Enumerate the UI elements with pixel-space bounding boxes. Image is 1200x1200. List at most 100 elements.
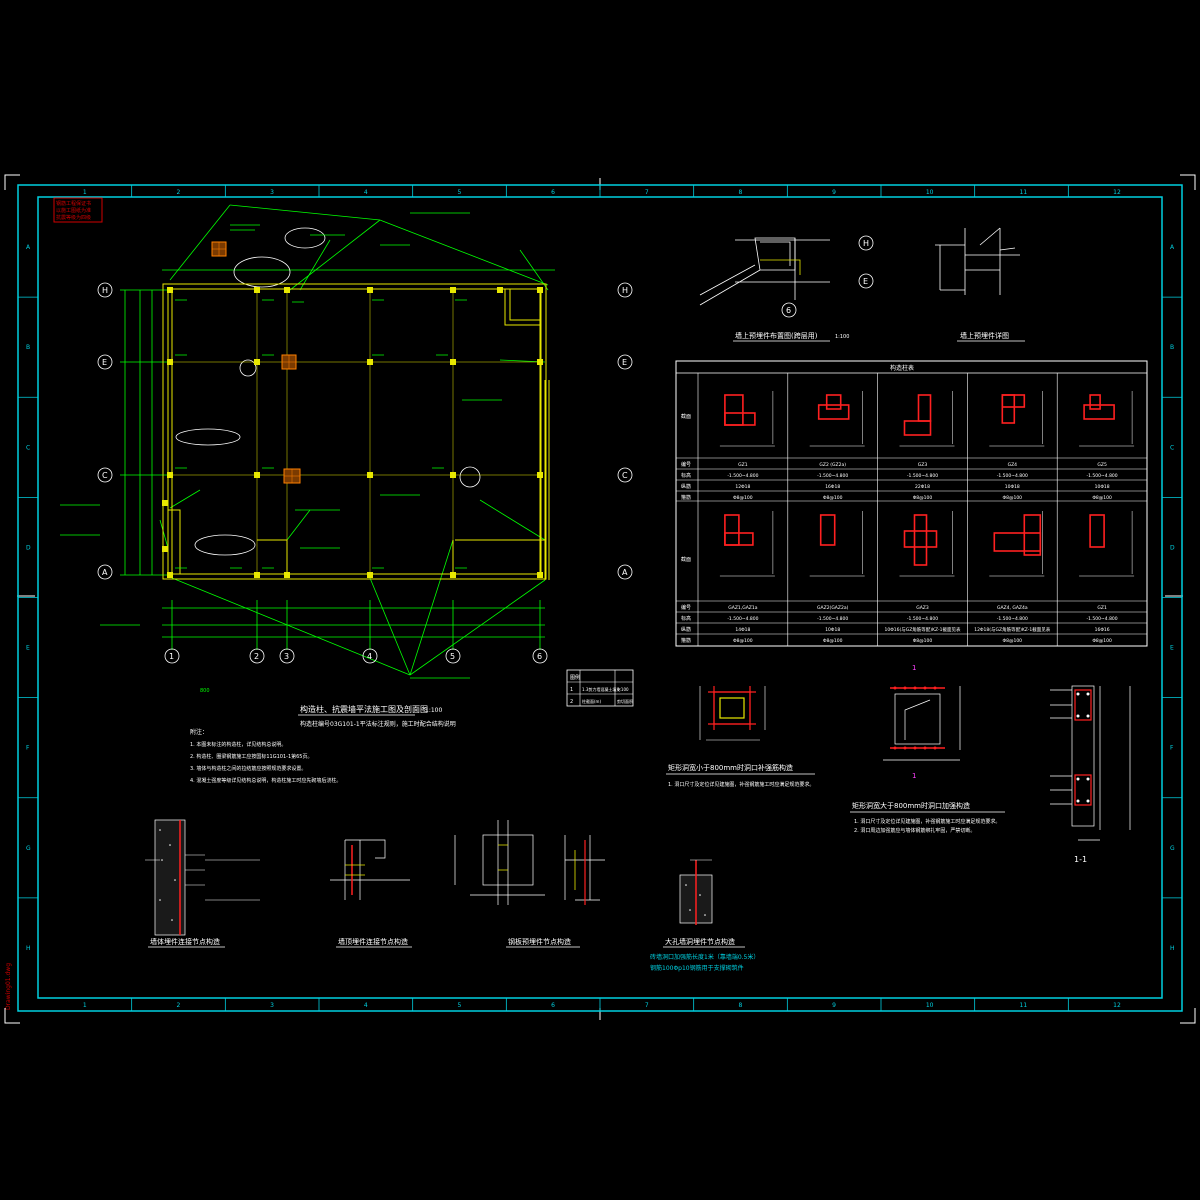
legend-title: 图例: [570, 674, 580, 681]
table-cell-top-bars: 10Φ18: [1005, 484, 1020, 490]
table-cell-top-id: GZ3: [918, 462, 928, 468]
table-cell-top-elev: -1.500~4.800: [907, 473, 938, 479]
table-cell-bottom-elev: -1.500~4.800: [727, 616, 758, 622]
table-cell-top-bars: 10Φ18: [1095, 484, 1110, 490]
column-section-top-1: [719, 391, 775, 447]
opening-small-note: 1. 洞口尺寸及定位详见建施图，补强钢筋施工时应满足规范要求。: [668, 781, 814, 788]
opening-small-title: 矩形洞宽小于800mm时洞口补强筋构造: [668, 763, 793, 772]
outer-frame: [17, 184, 1183, 1012]
detail-note-2: 钢筋100Φp10钢筋用于支撑砌筑件: [650, 964, 744, 972]
legend-box: 图例 1 1.3剪力墙混凝土填充 1:100 2 柱截面(m) 剪切面积: [566, 669, 634, 707]
plan-axis-4: 4: [362, 648, 378, 664]
border-col-7-bottom: 7: [645, 1002, 649, 1009]
table-row-label: 纵筋: [681, 626, 691, 633]
column-section-top-4: [989, 391, 1045, 447]
plan-axis-A-left: A: [97, 564, 113, 580]
plan-axis-3: 3: [279, 648, 295, 664]
section-view-1-scale: 1:100: [835, 334, 849, 340]
svg-text:3: 3: [284, 652, 289, 661]
table-cell-bottom-elev: -1.500~4.800: [907, 616, 938, 622]
legend-r1-c3: 1:100: [617, 687, 629, 692]
table-row-label: 标高: [681, 615, 691, 622]
detail-note-1: 砖墙洞口加强筋长度1米（靠墙端0.5米）: [650, 953, 759, 961]
svg-text:800: 800: [200, 688, 210, 694]
border-col-2-bottom: 2: [177, 1002, 181, 1009]
column-section-top-5: [1079, 391, 1135, 447]
border-row-F-left: F: [26, 745, 30, 752]
table-row-label: 编号: [681, 604, 691, 611]
border-row-D-right: D: [1170, 544, 1175, 551]
plan-note-4: 4. 混凝土强度等级详见结构总说明，构造柱施工时应先砌墙后浇柱。: [190, 777, 341, 784]
opening-small-detail: 矩形洞宽小于800mm时洞口补强筋构造 1. 洞口尺寸及定位详见建施图，补强钢筋…: [666, 686, 815, 788]
table-cell-top-id: GZ2 (GZ2a): [819, 462, 846, 468]
column-section-bottom-4: [989, 511, 1045, 577]
detail-4-title: 大孔墙洞埋件节点构造: [665, 937, 735, 946]
stamp-line-3: 抗震等级为四级: [56, 214, 91, 221]
svg-text:1: 1: [169, 652, 174, 661]
table-cell-top-stir: Φ8@100: [1003, 495, 1023, 501]
plan-axis-C-left: C: [97, 467, 113, 483]
opening-large-note-2: 2. 洞口周边加强筋应与墙体钢筋绑扎牢固，严禁切断。: [854, 827, 975, 834]
table-row-label: 箍筋: [681, 637, 691, 644]
column-section-bottom-1: [719, 511, 775, 577]
border-col-12-bottom: 12: [1113, 1002, 1121, 1009]
border-col-11-bottom: 11: [1020, 1002, 1028, 1009]
svg-text:E: E: [863, 277, 868, 286]
table-cell-bottom-bars: 10Φ16(与GZ角筋等配)KZ-1截面见表: [884, 626, 961, 633]
table-cell-top-stir: Φ8@100: [1092, 495, 1112, 501]
table-row-label: 编号: [681, 461, 691, 468]
border-col-10-top: 10: [926, 189, 934, 196]
wall-embed-detail: 墙上预埋件详图: [935, 227, 1025, 342]
svg-text:4: 4: [367, 652, 372, 661]
table-cell-bottom-stir: Φ8@100: [1003, 638, 1023, 644]
file-label: Drawing01.dwg: [5, 963, 12, 1010]
stamp-line-2: 以施工图纸为准: [56, 207, 91, 214]
opening-large-mark-bot: 1: [912, 772, 916, 780]
section-1-1-label: 1-1: [1074, 855, 1087, 864]
plan-note-2: 2. 构造柱、圈梁钢筋施工应按国标11G101-1第65页。: [190, 753, 313, 760]
detail-3-title: 钢板预埋件节点构造: [508, 937, 571, 946]
detail-3: 钢板预埋件节点构造: [454, 820, 605, 948]
detail-4: 大孔墙洞埋件节点构造 砖墙洞口加强筋长度1米（靠墙端0.5米） 钢筋100Φp1…: [650, 859, 759, 972]
border-row-G-left: G: [26, 845, 31, 852]
plan-axis-H-left: H: [97, 282, 113, 298]
svg-text:C: C: [102, 471, 108, 480]
plan-axis-1: 1: [164, 648, 180, 664]
detail-1-title: 墙体埋件连接节点构造: [150, 937, 220, 946]
table-row-label: 标高: [681, 472, 691, 479]
legend-r2-c3: 剪切面积: [617, 698, 633, 704]
table-cell-bottom-id: GAZ3: [916, 605, 929, 611]
plan-axis-H-right: H: [617, 282, 633, 298]
opening-large-mark-top: 1: [912, 664, 916, 672]
svg-text:6: 6: [537, 652, 542, 661]
border-col-8-top: 8: [739, 189, 743, 196]
plan-scale: 1:100: [425, 707, 442, 714]
table-cell-top-bars: 16Φ18: [825, 484, 840, 490]
table-cell-bottom-id: GAZ1,GAZ1a: [728, 605, 757, 611]
plan-note-3: 3. 墙体与构造柱之间的拉结筋应按照规范要求设置。: [190, 765, 306, 772]
border-row-H-left: H: [26, 945, 31, 952]
plan-axis-E-right: E: [617, 354, 633, 370]
border-col-3-top: 3: [270, 189, 274, 196]
wall-embed-layout: H E 6 墙上预埋件布置图(跨层用) 1:100: [699, 235, 874, 342]
opening-large-detail: 1 1 矩形洞宽大于800mm时洞口加强构造 1. 洞口尺寸及定位详见建施图，补…: [850, 664, 1005, 834]
border-col-10-bottom: 10: [926, 1002, 934, 1009]
legend-r2-c1: 2: [570, 699, 573, 705]
legend-r1-c2: 1.3剪力墙混凝土填充: [582, 686, 620, 692]
border-col-12-top: 12: [1113, 189, 1121, 196]
border-col-9-top: 9: [832, 189, 836, 196]
opening-large-title: 矩形洞宽大于800mm时洞口加强构造: [852, 801, 970, 810]
section-view-1-title: 墙上预埋件布置图(跨层用): [735, 331, 818, 340]
border-col-1-top: 1: [83, 189, 87, 196]
svg-text:H: H: [622, 286, 628, 295]
table-row-label: 纵筋: [681, 483, 691, 490]
table-row-label: 截面: [681, 556, 691, 563]
border-col-7-top: 7: [645, 189, 649, 196]
table-cell-top-id: GZ4: [1008, 462, 1018, 468]
plan-notes-head: 附注：: [190, 728, 208, 736]
plan-axis-A-right: A: [617, 564, 633, 580]
detail-2: 墙顶埋件连接节点构造: [330, 839, 412, 948]
